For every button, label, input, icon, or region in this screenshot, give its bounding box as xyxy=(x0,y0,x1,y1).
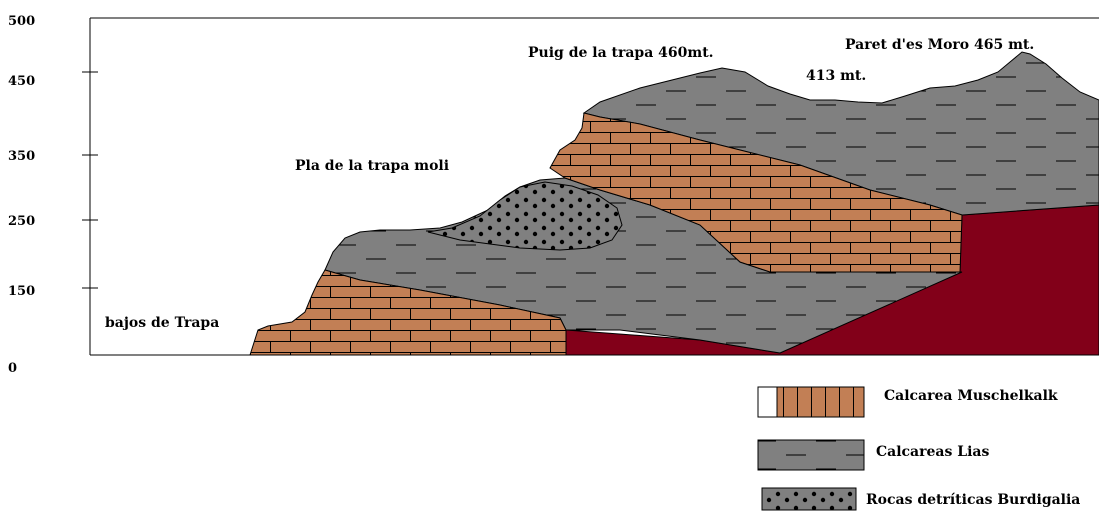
label-pla-de-la-trapa-moli: Pla de la trapa moli xyxy=(295,158,449,174)
tick-label-350: 350 xyxy=(8,149,35,164)
legend-label-burdigalia: Rocas detríticas Burdigalia xyxy=(866,492,1080,508)
legend-item-muschelkalk: Calcarea Muschelkalk xyxy=(758,387,1058,417)
legend-item-burdigalia: Rocas detríticas Burdigalia xyxy=(762,488,1080,510)
tick-label-450: 450 xyxy=(8,74,35,89)
tick-label-150: 150 xyxy=(8,284,35,299)
legend-swatch-dots xyxy=(762,488,856,510)
label-puig-de-la-trapa: Puig de la trapa 460mt. xyxy=(528,45,714,61)
tick-label-500: 500 xyxy=(8,14,35,29)
tick-label-0: 0 xyxy=(8,361,17,376)
label-paret-des-moro: Paret d'es Moro 465 mt. xyxy=(845,37,1034,53)
legend-swatch-brick xyxy=(777,387,864,417)
label-bajos-de-trapa: bajos de Trapa xyxy=(105,315,219,331)
legend-swatch-dash xyxy=(758,440,864,470)
label-413-mt: 413 mt. xyxy=(806,68,866,84)
tick-label-250: 250 xyxy=(8,214,35,229)
legend: Calcarea Muschelkalk Calcareas Lias Roca… xyxy=(758,387,1080,510)
legend-label-lias: Calcareas Lias xyxy=(876,444,989,460)
legend-label-muschelkalk: Calcarea Muschelkalk xyxy=(884,388,1058,404)
legend-item-lias: Calcareas Lias xyxy=(758,440,989,470)
